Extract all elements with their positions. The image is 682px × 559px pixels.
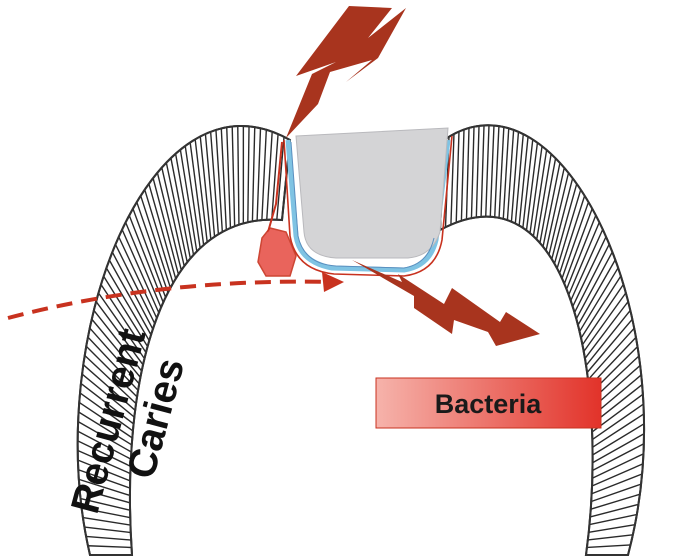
lightning-bolt-top xyxy=(286,6,406,138)
bacteria-label: Bacteria xyxy=(435,389,543,419)
lightning-bolt-bottom xyxy=(352,260,540,346)
bacteria-label-box: Bacteria xyxy=(376,378,601,428)
filling-body xyxy=(296,128,448,258)
right-tooth-wall xyxy=(440,125,644,555)
